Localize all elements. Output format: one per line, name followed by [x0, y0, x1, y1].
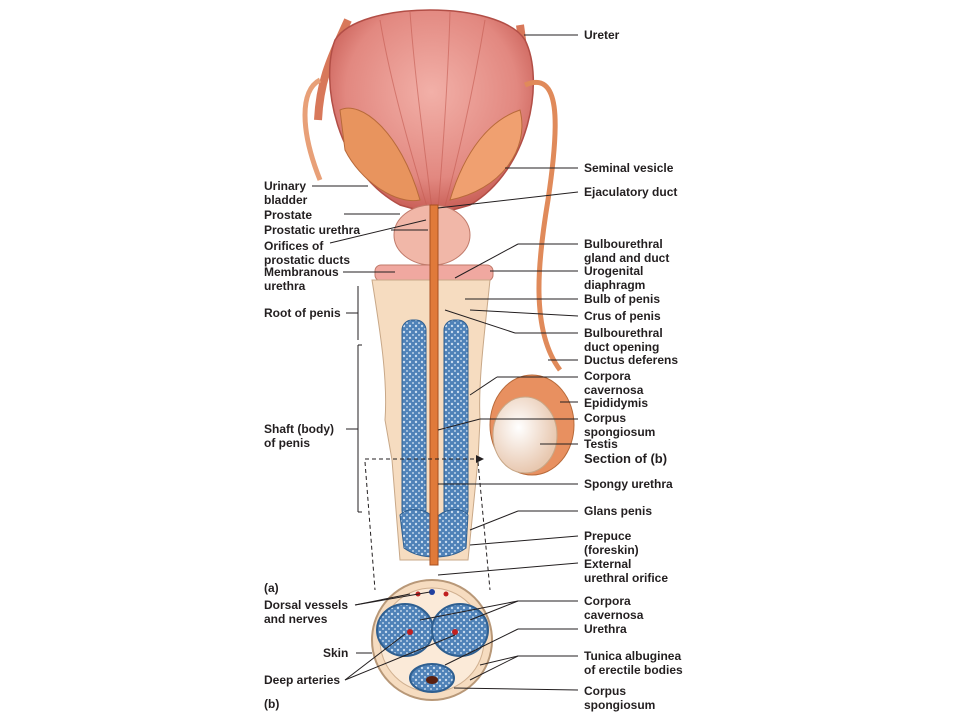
label-urethra-b: Urethra [584, 622, 627, 636]
panel-label-b: (b) [264, 697, 280, 711]
seminal-vesicle-left [339, 107, 421, 202]
urethra [429, 204, 439, 566]
leader-lines [312, 34, 579, 691]
label-prostatic-urethra: Prostatic urethra [264, 223, 361, 237]
cross-section [371, 579, 493, 701]
label-shaft-of-penis: Shaft (body) of penis [264, 422, 334, 450]
label-testis: Testis [584, 437, 618, 451]
panel-label-a: (a) [264, 581, 279, 595]
testis [492, 396, 558, 474]
label-corpora-cavernosa: Corpora cavernosa [584, 369, 644, 397]
label-urogenital-diaphragm: Urogenital diaphragm [584, 264, 646, 292]
label-spongy-urethra: Spongy urethra [584, 477, 673, 491]
label-ductus-deferens: Ductus deferens [584, 353, 679, 367]
label-crus-of-penis: Crus of penis [584, 309, 661, 323]
label-bulb-of-penis: Bulb of penis [584, 292, 660, 306]
label-corpus-spongiosum: Corpus spongiosum [584, 411, 656, 439]
label-corpus-spongiosum-b: Corpus spongiosum [584, 684, 656, 712]
label-external-urethral-orifice: External urethral orifice [584, 557, 669, 585]
seminal-vesicle-right [449, 109, 523, 201]
label-bulbourethral-duct-opening: Bulbourethral duct opening [584, 326, 663, 354]
label-urinary-bladder: Urinary bladder [264, 179, 308, 207]
label-prostate: Prostate [264, 208, 313, 222]
label-dorsal-vessels: Dorsal vessels and nerves [264, 598, 349, 626]
label-ejaculatory-duct: Ejaculatory duct [584, 185, 678, 199]
corpus-cavernosum-left [401, 319, 427, 521]
label-root-of-penis: Root of penis [264, 306, 341, 320]
label-ureter: Ureter [584, 28, 620, 42]
label-seminal-vesicle: Seminal vesicle [584, 161, 674, 175]
label-membranous-urethra: Membranous urethra [264, 265, 339, 293]
label-deep-arteries: Deep arteries [264, 673, 341, 687]
label-epididymis: Epididymis [584, 396, 649, 410]
label-glans-penis: Glans penis [584, 504, 653, 518]
label-orifices-prostatic-ducts: Orifices of prostatic ducts [264, 239, 351, 267]
label-corpora-cavernosa-b: Corpora cavernosa [584, 594, 644, 622]
label-section-of-b: Section of (b) [584, 451, 668, 466]
label-bulbourethral-gland: Bulbourethral gland and duct [584, 237, 670, 265]
corpus-cavernosum-right [443, 319, 469, 521]
label-prepuce: Prepuce (foreskin) [584, 529, 639, 557]
label-tunica-albuginea: Tunica albuginea of erectile bodies [584, 649, 683, 677]
label-skin: Skin [323, 646, 349, 660]
ductus-deferens [524, 80, 563, 372]
